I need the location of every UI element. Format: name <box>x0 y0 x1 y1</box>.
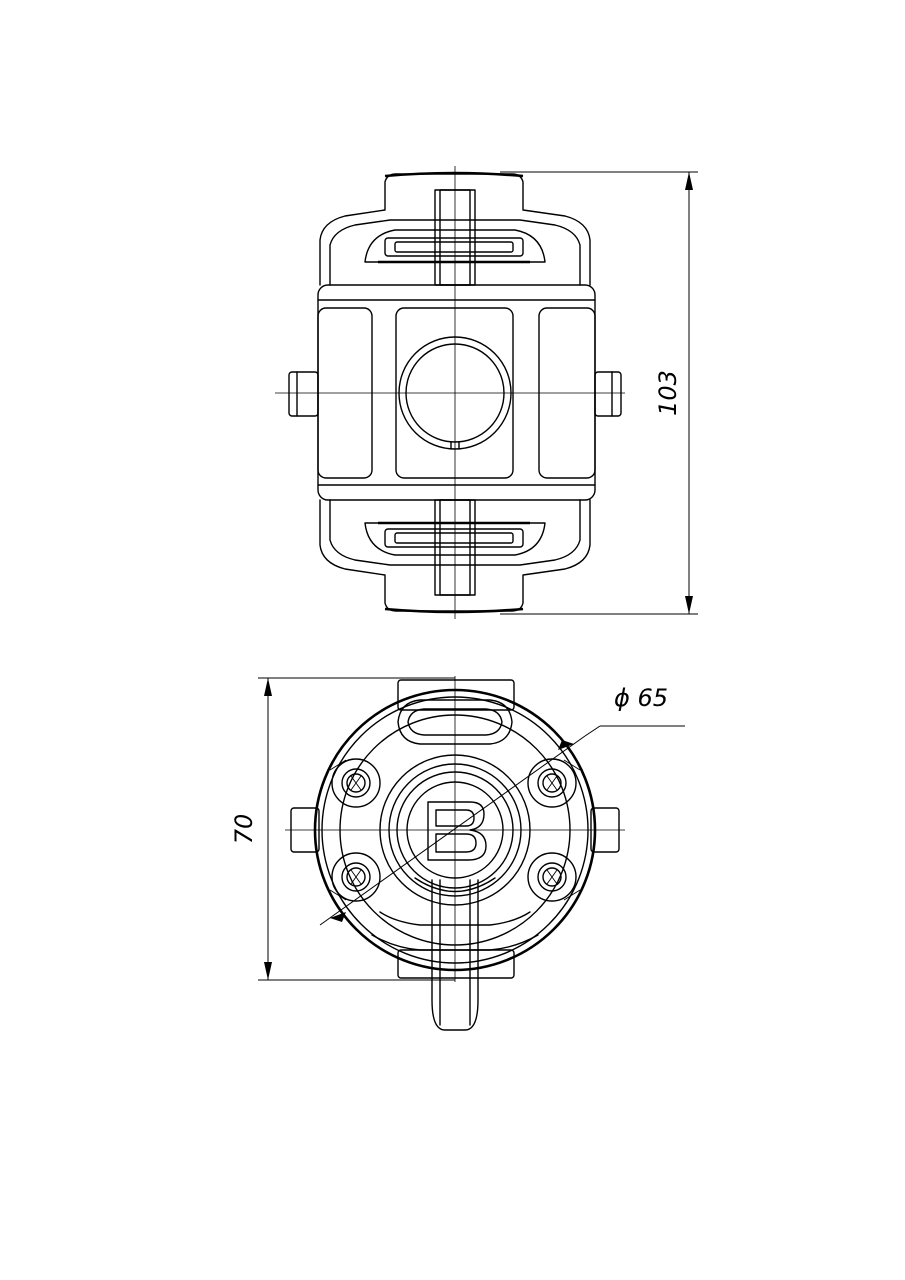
top-view: 103 <box>275 166 698 619</box>
screw-boss-bottom-left <box>331 852 381 902</box>
left-nub <box>288 371 319 417</box>
height-dimension-70: 70 <box>230 677 455 981</box>
dimension-label-103: 103 <box>654 370 682 416</box>
screw-boss-top-left <box>331 758 381 808</box>
diameter-dimension-65: ϕ 65 <box>319 684 685 926</box>
top-view-body <box>317 284 596 501</box>
brand-logo <box>427 801 487 861</box>
dimension-label-diameter-65: ϕ 65 <box>614 684 668 712</box>
top-slot <box>397 699 513 745</box>
top-tab <box>397 679 515 711</box>
dimension-label-70: 70 <box>230 814 258 845</box>
height-dimension-103: 103 <box>500 171 698 615</box>
lever-handle <box>431 879 479 1031</box>
screw-boss-top-right <box>527 758 577 808</box>
front-view: 70 ϕ 65 <box>230 676 685 1031</box>
right-nub <box>594 371 622 417</box>
screw-boss-bottom-right <box>527 852 577 902</box>
